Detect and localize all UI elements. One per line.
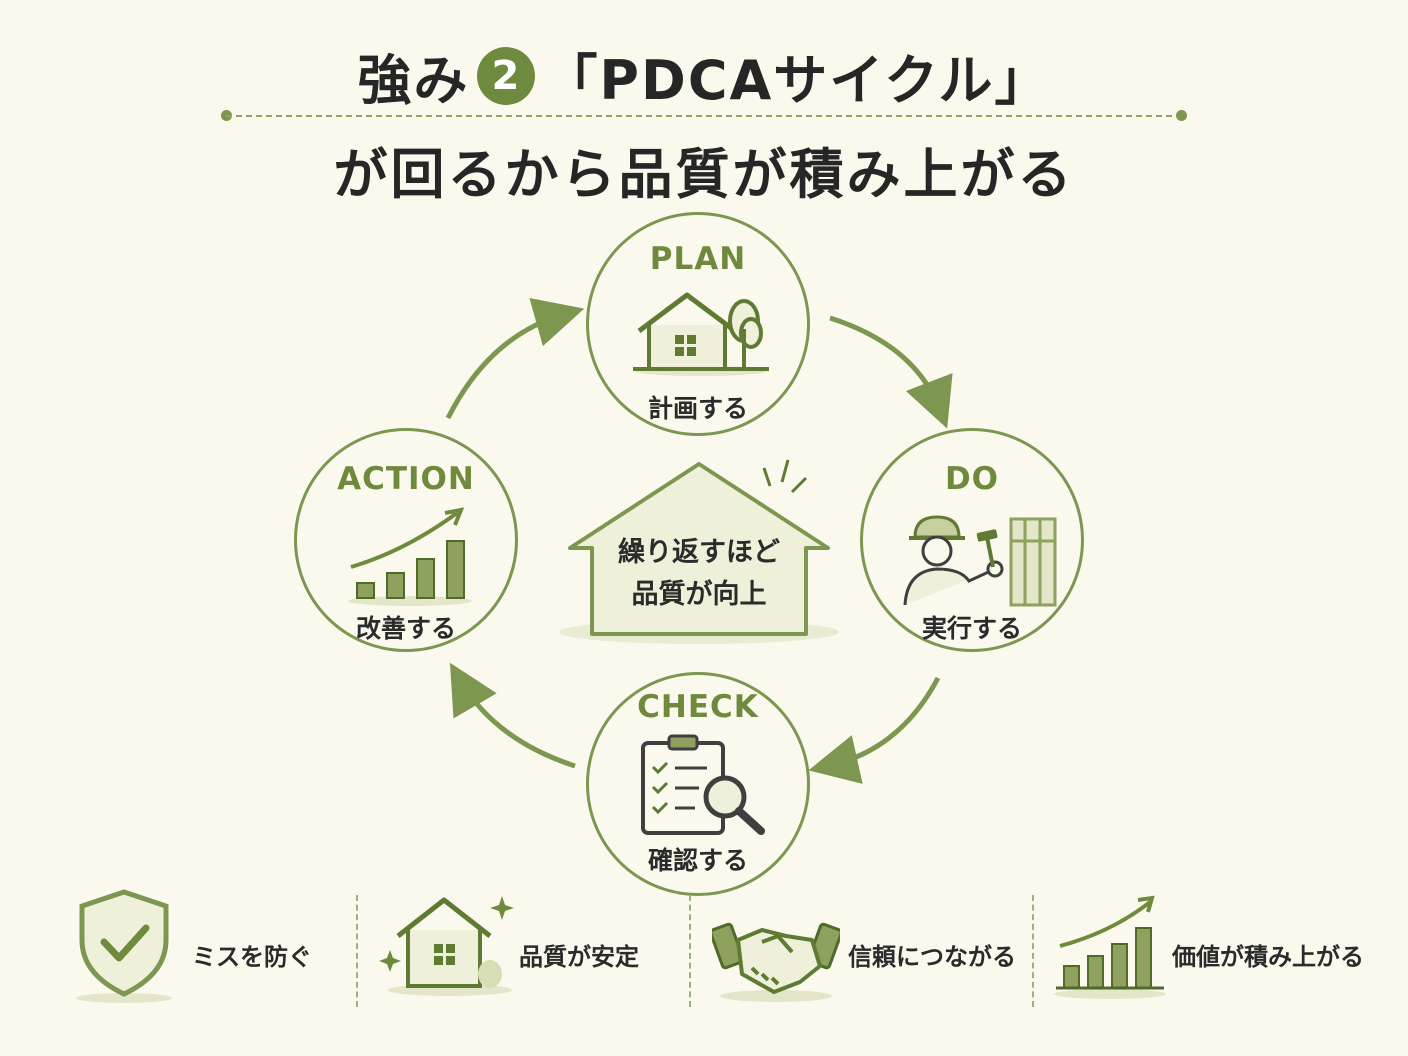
shield-check-icon xyxy=(76,889,172,1003)
title-prefix: 強み xyxy=(357,49,470,112)
rising-bars-icon xyxy=(1054,895,1166,999)
title-number-badge: 2 xyxy=(477,46,536,105)
do-title: DO xyxy=(944,461,1000,497)
page-title: 強み 2 「PDCAサイクル」 xyxy=(0,36,1408,115)
action-label: 改善する xyxy=(355,614,456,643)
feature-label-4: 価値が積み上がる xyxy=(1172,943,1364,971)
feature-divider-3 xyxy=(1032,895,1034,1007)
handshake-icon xyxy=(712,922,840,1002)
worker-with-hammer-icon xyxy=(903,515,1057,607)
feature-label-3: 信頼につながる xyxy=(848,943,1016,971)
feature-label-2: 品質が安定 xyxy=(519,943,639,971)
check-label: 確認する xyxy=(647,846,748,875)
feature-divider-2 xyxy=(689,895,691,1007)
plan-title: PLAN xyxy=(649,241,747,277)
feature-divider-1 xyxy=(356,895,358,1007)
feature-label-1: ミスを防ぐ xyxy=(192,943,312,971)
house-with-tree-icon xyxy=(633,292,769,376)
center-house-icon xyxy=(559,459,839,644)
plan-label: 計画する xyxy=(647,394,748,423)
center-text-line2: 品質が向上 xyxy=(631,579,767,610)
action-node: ACTION 改善する xyxy=(294,428,518,652)
arrow-check-to-action xyxy=(449,662,576,769)
check-title: CHECK xyxy=(637,689,759,725)
arrow-do-to-check xyxy=(808,676,941,784)
action-title: ACTION xyxy=(337,461,475,497)
plan-node: PLAN 計画する xyxy=(586,212,810,436)
title-suffix: 「PDCAサイクル」 xyxy=(543,49,1051,112)
sparkle-house-icon xyxy=(379,896,514,996)
check-node: CHECK 確認する xyxy=(586,672,810,896)
arrow-action-to-plan xyxy=(445,298,585,420)
clipboard-magnifier-icon xyxy=(641,734,765,835)
do-label: 実行する xyxy=(921,614,1022,643)
do-node: DO 実行する xyxy=(860,428,1084,652)
center-text-line1: 繰り返すほど xyxy=(618,537,780,568)
title-divider xyxy=(226,115,1182,117)
growth-bar-chart-icon xyxy=(348,507,472,606)
page-subtitle: が回るから品質が積み上がる xyxy=(333,143,1075,206)
divider-dot-right xyxy=(1176,110,1187,121)
arrow-plan-to-do xyxy=(829,315,953,429)
